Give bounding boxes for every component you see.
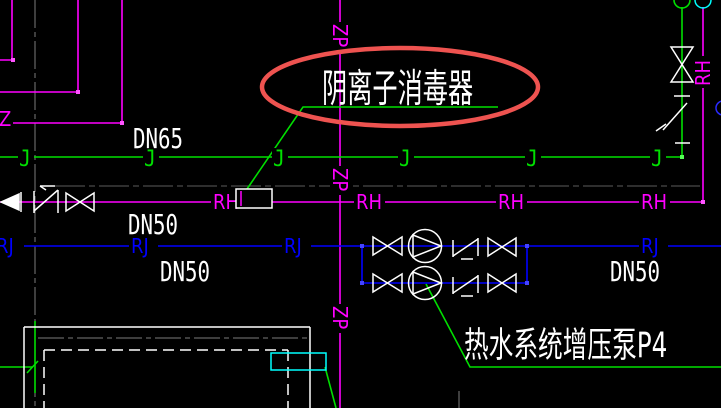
j-riser-circle bbox=[673, 0, 691, 9]
dn50-label: DN50 bbox=[610, 255, 660, 288]
edge-circle-fragment bbox=[715, 100, 721, 116]
pipe-endpoint-dots bbox=[11, 58, 705, 204]
rh-tag-vertical: RH bbox=[692, 56, 715, 88]
gate-valve-icon bbox=[487, 272, 517, 294]
j-label: J bbox=[651, 146, 663, 171]
rj-tag: RJ bbox=[0, 235, 24, 258]
rh-corner-pipe-1 bbox=[0, 0, 13, 61]
rh-line-symbols bbox=[0, 185, 273, 213]
dn50-label: DN50 bbox=[128, 208, 178, 241]
highlight-ellipse bbox=[259, 45, 541, 129]
tank-leader-line bbox=[324, 366, 337, 408]
j-label: J bbox=[526, 146, 538, 171]
j-label: J bbox=[144, 146, 156, 171]
zp-tags: ZP ZP ZP bbox=[328, 22, 351, 333]
rh-tag: RH bbox=[354, 191, 385, 214]
rj-tag: RJ bbox=[129, 235, 158, 258]
zp-tag: ZP bbox=[328, 166, 351, 195]
rh-label: RH bbox=[356, 191, 382, 214]
zp-label: ZP bbox=[328, 24, 351, 47]
rj-tag: RJ bbox=[639, 235, 668, 258]
gate-valve-icon bbox=[372, 272, 403, 294]
flow-arrow-icon bbox=[0, 192, 20, 212]
rh-tag: RH bbox=[496, 191, 527, 214]
rj-tags: RJ RJ RJ RJ bbox=[0, 235, 668, 258]
j-tag: J bbox=[143, 146, 159, 171]
rh-riser-circle bbox=[694, 0, 712, 9]
j-tag: J bbox=[272, 146, 288, 171]
gate-valve-icon bbox=[372, 235, 403, 257]
rh-corner-pipe-3 bbox=[13, 0, 123, 124]
rh-label-vertical: RH bbox=[692, 60, 715, 86]
check-valve-icon bbox=[33, 185, 59, 213]
rh-tags: RH RH RH RH RH bbox=[211, 56, 715, 214]
rh-label: RH bbox=[213, 191, 239, 214]
gate-valve-vertical-icon bbox=[669, 46, 695, 83]
gate-valve-icon bbox=[487, 236, 517, 258]
rj-label: RJ bbox=[131, 235, 149, 258]
flow-arrow-icon bbox=[26, 360, 39, 374]
rj-label: RJ bbox=[0, 235, 14, 258]
j-corner-dot bbox=[680, 155, 684, 159]
pump-icon bbox=[407, 265, 444, 301]
tank-outline bbox=[23, 326, 311, 408]
dn50-label: DN50 bbox=[160, 255, 210, 288]
booster-pump-annotation: 热水系统增压泵P4 bbox=[464, 326, 667, 366]
manifold-dots bbox=[360, 244, 529, 285]
dn65-label: DN65 bbox=[133, 122, 183, 155]
check-valve-icon bbox=[452, 275, 479, 297]
j-tag: J bbox=[398, 146, 414, 171]
z-partial-label: Z bbox=[0, 108, 11, 131]
j-label: J bbox=[399, 146, 411, 171]
rj-label: RJ bbox=[284, 235, 302, 258]
rh-label: RH bbox=[641, 191, 667, 214]
booster-pump-group bbox=[372, 228, 517, 301]
j-tags: J J J J J J bbox=[18, 146, 666, 171]
pump-icon bbox=[407, 228, 444, 264]
rj-label: RJ bbox=[641, 235, 659, 258]
j-tag: J bbox=[525, 146, 541, 171]
zp-tag: ZP bbox=[328, 22, 351, 51]
cyan-equipment-box bbox=[270, 352, 327, 371]
check-valve-icon bbox=[452, 238, 479, 260]
j-label: J bbox=[19, 146, 31, 171]
anion-sterilizer-annotation: 阴离子消毒器 bbox=[322, 65, 473, 111]
zp-tag: ZP bbox=[328, 304, 351, 333]
check-valve-icon bbox=[655, 102, 688, 132]
gate-valve-icon bbox=[65, 191, 95, 213]
anion-leader-line bbox=[246, 106, 498, 190]
j-tag: J bbox=[18, 146, 34, 171]
rh-tag: RH bbox=[639, 191, 670, 214]
rj-tag: RJ bbox=[282, 235, 311, 258]
zp-label: ZP bbox=[328, 306, 351, 329]
j-riser-symbols bbox=[655, 46, 695, 144]
tank-inner-dashed-line bbox=[43, 349, 289, 408]
zp-label: ZP bbox=[328, 168, 351, 191]
pump-leader-line bbox=[425, 283, 721, 368]
rh-label: RH bbox=[498, 191, 524, 214]
j-tag: J bbox=[650, 146, 666, 171]
rh-tag: RH bbox=[211, 191, 242, 214]
anion-sterilizer-equipment-box bbox=[235, 188, 273, 209]
j-label: J bbox=[273, 146, 285, 171]
